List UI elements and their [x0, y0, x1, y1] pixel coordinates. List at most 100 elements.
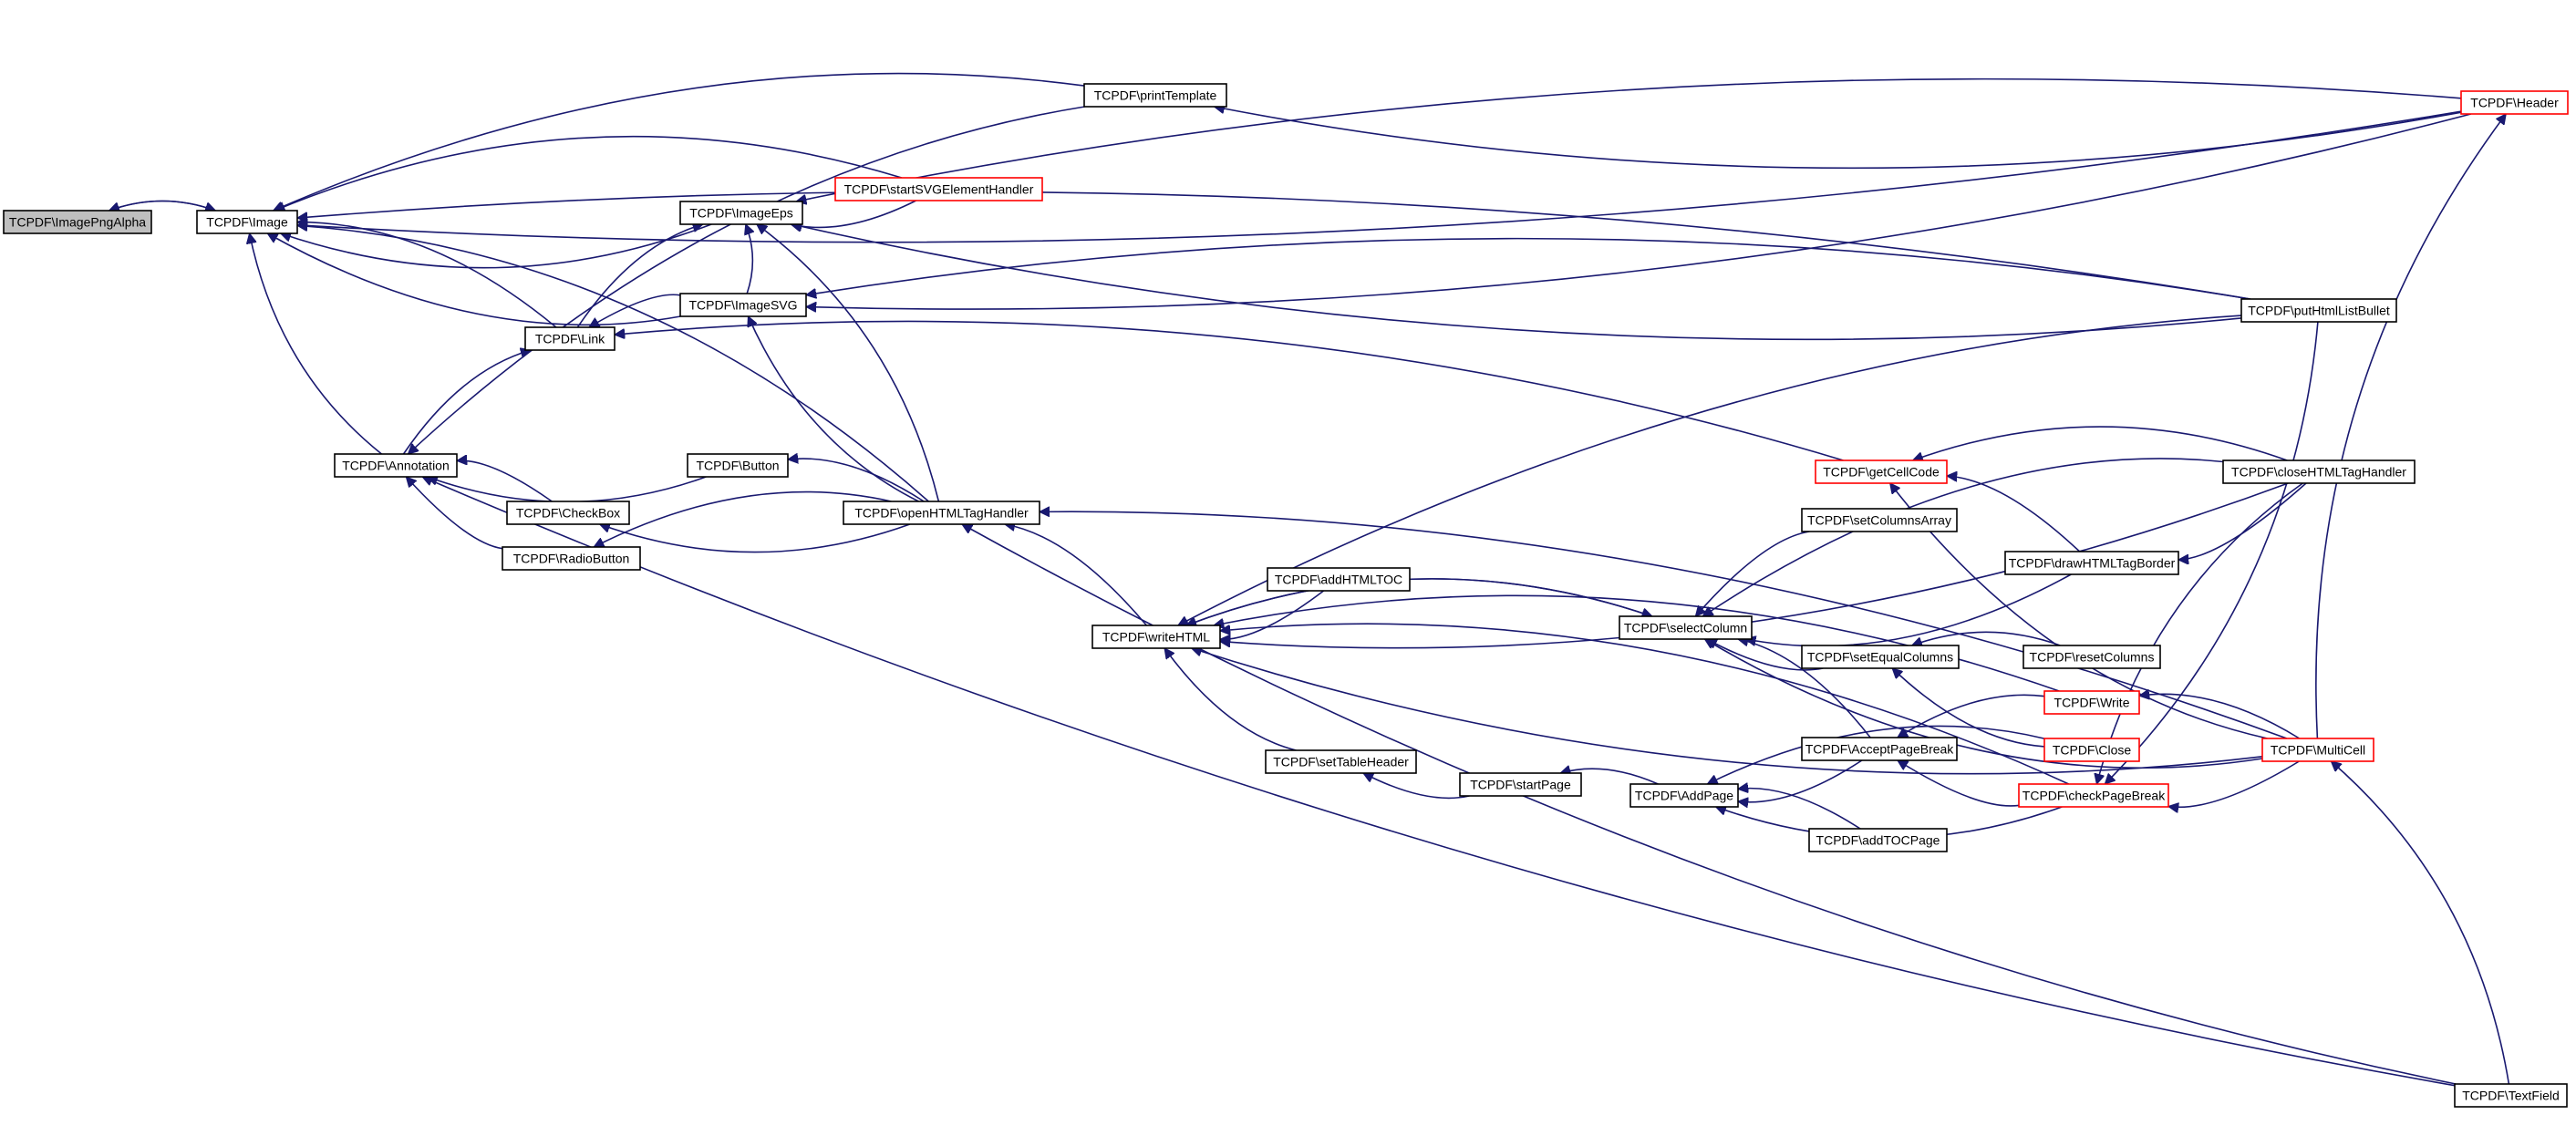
node-box-setcolumnsarray[interactable] [1801, 508, 1958, 532]
edge-annotation-to-image [250, 233, 383, 455]
node-startsvg[interactable]: TCPDF\startSVGElementHandler [834, 177, 1043, 201]
node-box-close[interactable] [2043, 738, 2140, 762]
node-box-checkpagebreak[interactable] [2018, 783, 2169, 808]
edge-drawhtmltagborder-to-selectcolumn [1745, 573, 2072, 647]
node-box-radiobutton[interactable] [502, 546, 641, 571]
node-box-writehtml[interactable] [1091, 625, 1221, 649]
node-box-image[interactable] [196, 210, 298, 234]
node-box-selectcolumn[interactable] [1619, 615, 1753, 640]
node-label-multicell: TCPDF\MultiCell [2271, 743, 2365, 758]
node-label-setcolumnsarray: TCPDF\setColumnsArray [1807, 513, 1951, 528]
edge-close-to-setequalcolumns [1892, 668, 2045, 748]
node-imagepngalpha[interactable]: TCPDF\ImagePngAlpha [3, 210, 152, 234]
edge-puthtmllistbullet-to-checkpagebreak [2105, 321, 2319, 784]
edge-openhtml-to-checkbox [600, 524, 911, 553]
node-label-settableheader: TCPDF\setTableHeader [1273, 755, 1409, 769]
node-box-imagepngalpha[interactable] [3, 210, 152, 234]
node-box-drawhtmltagborder[interactable] [2004, 551, 2179, 575]
edge-button-to-annotation [428, 477, 707, 503]
node-box-printtemplate[interactable] [1083, 83, 1227, 108]
edge-puthtmllistbullet-to-imageeps [791, 224, 2242, 341]
node-link[interactable]: TCPDF\Link [524, 326, 616, 351]
edge-closehtml-to-getcellcode [1913, 426, 2288, 460]
node-checkbox[interactable]: TCPDF\CheckBox [506, 501, 630, 525]
node-radiobutton[interactable]: TCPDF\RadioButton [502, 546, 641, 571]
node-addpage[interactable]: TCPDF\AddPage [1629, 783, 1739, 808]
edge-imagesvg-to-imageeps [746, 224, 753, 294]
node-drawhtmltagborder[interactable]: TCPDF\drawHTMLTagBorder [2004, 551, 2179, 575]
node-label-radiobutton: TCPDF\RadioButton [513, 552, 630, 566]
node-puthtmllistbullet[interactable]: TCPDF\putHtmlListBullet [2240, 298, 2397, 323]
node-box-addpage[interactable] [1629, 783, 1739, 808]
node-box-link[interactable] [524, 326, 616, 351]
node-image[interactable]: TCPDF\Image [196, 210, 298, 234]
node-write[interactable]: TCPDF\Write [2043, 690, 2140, 715]
node-box-annotation[interactable] [334, 453, 458, 478]
node-header[interactable]: TCPDF\Header [2460, 90, 2569, 115]
edge-textfield-to-annotation [422, 477, 2456, 1087]
edge-multicell-to-write [2139, 694, 2301, 739]
node-box-textfield[interactable] [2454, 1083, 2568, 1108]
node-label-annotation: TCPDF\Annotation [342, 459, 450, 473]
node-startpage[interactable]: TCPDF\startPage [1459, 772, 1582, 797]
edge-startsvg-to-imageeps [791, 200, 916, 227]
node-setcolumnsarray[interactable]: TCPDF\setColumnsArray [1801, 508, 1958, 532]
edge-write-to-writehtml [1214, 594, 2060, 692]
edge-openhtml-to-button [788, 459, 925, 502]
node-selectcolumn[interactable]: TCPDF\selectColumn [1619, 615, 1753, 640]
node-box-write[interactable] [2043, 690, 2140, 715]
node-label-imagepngalpha: TCPDF\ImagePngAlpha [9, 215, 146, 230]
node-closehtml[interactable]: TCPDF\closeHTMLTagHandler [2222, 459, 2416, 484]
node-writehtml[interactable]: TCPDF\writeHTML [1091, 625, 1221, 649]
node-getcellcode[interactable]: TCPDF\getCellCode [1815, 459, 1948, 484]
node-label-header: TCPDF\Header [2470, 96, 2559, 110]
node-box-header[interactable] [2460, 90, 2569, 115]
edge-writehtml-to-openhtml [1005, 524, 1148, 626]
edge-puthtmllistbullet-to-imagesvg [806, 237, 2250, 300]
node-box-multicell[interactable] [2261, 738, 2374, 762]
node-resetcolumns[interactable]: TCPDF\resetColumns [2023, 645, 2161, 669]
node-box-addtocpage[interactable] [1808, 828, 1948, 852]
node-box-imageeps[interactable] [679, 201, 803, 225]
node-addtocpage[interactable]: TCPDF\addTOCPage [1808, 828, 1948, 852]
node-openhtml[interactable]: TCPDF\openHTMLTagHandler [843, 501, 1040, 525]
node-box-setequalcolumns[interactable] [1801, 645, 1960, 669]
edge-multicell-to-checkpagebreak [2168, 760, 2300, 807]
node-button[interactable]: TCPDF\Button [687, 453, 789, 478]
node-box-startsvg[interactable] [834, 177, 1043, 201]
edge-checkbox-to-annotation [457, 460, 553, 502]
node-box-resetcolumns[interactable] [2023, 645, 2161, 669]
node-box-puthtmllistbullet[interactable] [2240, 298, 2397, 323]
node-multicell[interactable]: TCPDF\MultiCell [2261, 738, 2374, 762]
node-printtemplate[interactable]: TCPDF\printTemplate [1083, 83, 1227, 108]
node-box-settableheader[interactable] [1265, 749, 1417, 774]
node-box-button[interactable] [687, 453, 789, 478]
node-label-startpage: TCPDF\startPage [1470, 778, 1571, 792]
node-box-startpage[interactable] [1459, 772, 1582, 797]
edge-addtocpage-to-addpage [1738, 789, 1861, 830]
node-close[interactable]: TCPDF\Close [2043, 738, 2140, 762]
node-box-imagesvg[interactable] [679, 293, 807, 317]
edge-closehtml-to-selectcolumn [1702, 458, 2224, 616]
node-checkpagebreak[interactable]: TCPDF\checkPageBreak [2018, 783, 2169, 808]
node-acceptpagebreak[interactable]: TCPDF\AcceptPageBreak [1801, 737, 1958, 761]
node-settableheader[interactable]: TCPDF\setTableHeader [1265, 749, 1417, 774]
node-box-openhtml[interactable] [843, 501, 1040, 525]
node-box-closehtml[interactable] [2222, 459, 2416, 484]
edge-drawhtmltagborder-to-getcellcode [1947, 476, 2081, 552]
node-box-addhtmltoc[interactable] [1267, 567, 1411, 592]
node-setequalcolumns[interactable]: TCPDF\setEqualColumns [1801, 645, 1960, 669]
node-imagesvg[interactable]: TCPDF\ImageSVG [679, 293, 807, 317]
node-box-acceptpagebreak[interactable] [1801, 737, 1958, 761]
edge-acceptpagebreak-to-addpage [1738, 759, 1863, 802]
edge-startsvg-to-image [274, 135, 903, 211]
node-box-getcellcode[interactable] [1815, 459, 1948, 484]
node-addhtmltoc[interactable]: TCPDF\addHTMLTOC [1267, 567, 1411, 592]
node-annotation[interactable]: TCPDF\Annotation [334, 453, 458, 478]
node-box-checkbox[interactable] [506, 501, 630, 525]
node-imageeps[interactable]: TCPDF\ImageEps [679, 201, 803, 225]
node-textfield[interactable]: TCPDF\TextField [2454, 1083, 2568, 1108]
node-label-addhtmltoc: TCPDF\addHTMLTOC [1275, 573, 1402, 587]
